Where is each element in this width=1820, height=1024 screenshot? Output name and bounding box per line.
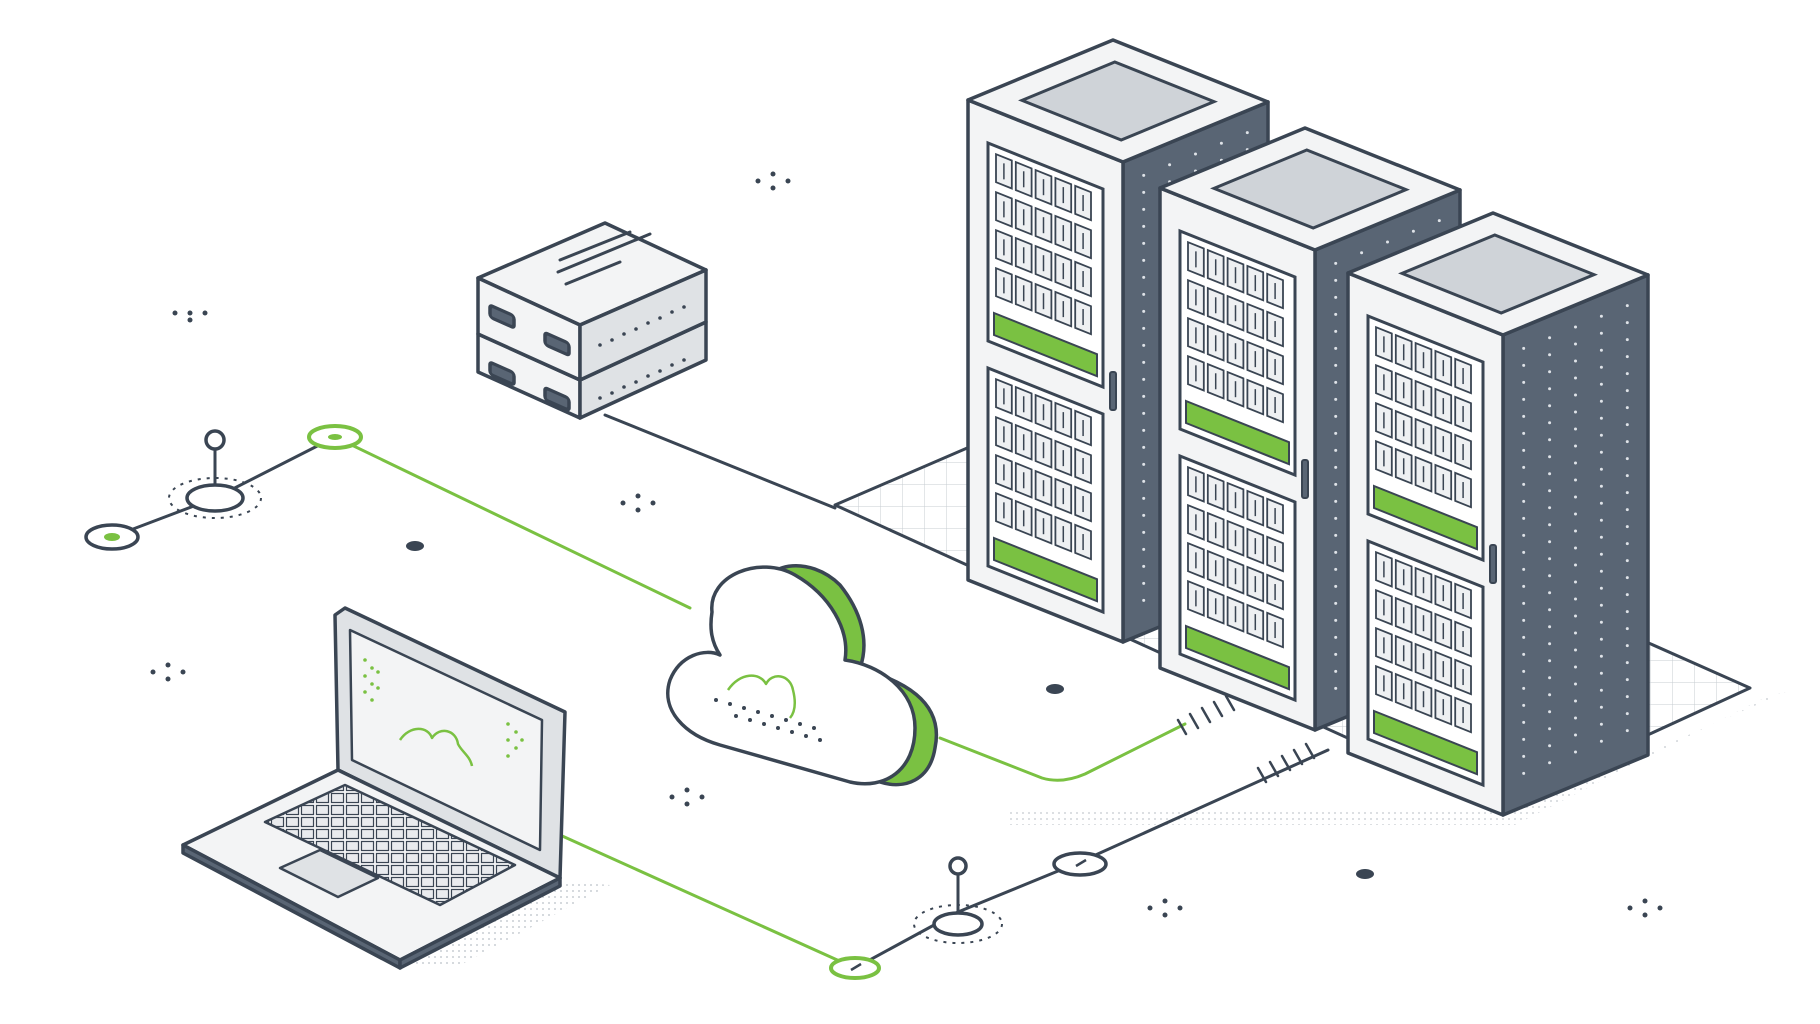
network-node-bottom	[829, 851, 1108, 980]
rack-3	[1346, 211, 1650, 817]
status-bar	[1185, 399, 1290, 466]
laptop	[181, 606, 610, 970]
stacked-server-icon	[476, 221, 708, 420]
network-node-left	[84, 523, 140, 551]
status-bar	[1185, 624, 1290, 691]
rack-door-handle	[1109, 371, 1117, 411]
rack-door-handle	[1301, 459, 1309, 499]
dot	[406, 541, 424, 551]
cable-ticks-lower	[1256, 742, 1316, 784]
server-rack-icon	[1346, 211, 1650, 817]
hub-pin-head	[204, 429, 226, 451]
cloud-dots	[714, 698, 822, 742]
rack-vent-dots	[1522, 304, 1629, 775]
rack-top-vent	[1398, 233, 1598, 315]
drive-bay	[543, 386, 571, 412]
cloud	[666, 563, 939, 787]
bottom-trunk-line	[853, 748, 1330, 970]
cloud-inner-symbol	[726, 674, 796, 719]
dot	[1046, 684, 1064, 694]
cloud-downlink-line	[938, 722, 1187, 782]
sparkle	[669, 787, 705, 807]
cloud-body	[666, 565, 917, 786]
status-bar	[993, 311, 1098, 378]
hub-ring	[185, 483, 245, 513]
cable-ticks-upper	[1176, 694, 1236, 736]
laptop-base-edge-right	[398, 876, 562, 970]
node-core	[104, 533, 120, 541]
laptop-keyboard	[263, 783, 517, 907]
network-connector-green	[307, 424, 363, 450]
rack-top-vent	[1210, 148, 1410, 230]
sparkle	[150, 662, 186, 682]
hub-halo	[168, 477, 262, 519]
drive-bay	[543, 331, 571, 357]
status-bar	[1373, 709, 1478, 776]
storage-unit	[476, 221, 708, 420]
sparkle	[172, 310, 208, 323]
storage-link-line	[603, 413, 837, 510]
server-racks	[966, 38, 1650, 817]
screen-code-dots	[363, 658, 524, 758]
decor-dots	[150, 171, 1663, 918]
sparkle	[755, 171, 791, 191]
bottom-hub-halo	[913, 904, 1003, 944]
laptop-icon	[181, 606, 610, 970]
bottom-pin-head	[948, 856, 968, 876]
laptop-trackpad	[278, 848, 380, 899]
laptop-screen	[348, 628, 544, 852]
network-hub-left	[168, 429, 262, 519]
sparkle	[620, 493, 656, 513]
cloud-icon	[666, 563, 939, 787]
rack-top-vent	[1018, 60, 1218, 142]
sparkle	[1627, 898, 1663, 918]
laptop-link-line	[558, 833, 857, 970]
status-bar	[1373, 484, 1478, 551]
sparkle	[1147, 898, 1183, 918]
cloud-uplink-line	[333, 435, 692, 610]
rack-door-handle	[1489, 544, 1497, 584]
drive-bay	[488, 304, 516, 329]
screen-cloud-icon	[398, 727, 474, 767]
drive-bay	[488, 361, 516, 386]
bottom-hub-ring	[932, 911, 984, 937]
storage-upper-side	[578, 268, 708, 382]
dot	[1356, 869, 1374, 879]
status-bar	[993, 536, 1098, 603]
connector-core	[328, 434, 342, 440]
